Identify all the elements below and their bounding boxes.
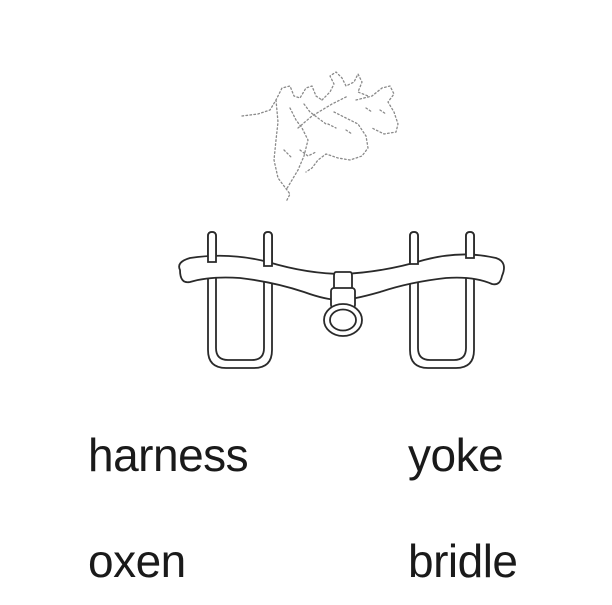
choice-oxen[interactable]: oxen [88, 535, 186, 587]
choice-yoke[interactable]: yoke [408, 429, 504, 481]
oxen-sketch [241, 71, 399, 203]
left-bow [207, 231, 273, 369]
choice-bridle[interactable]: bridle [408, 535, 518, 587]
bow-tops [207, 231, 475, 267]
choice-harness[interactable]: harness [88, 429, 249, 481]
right-bow [409, 231, 475, 369]
center-ring [323, 271, 363, 337]
yoke-illustration [178, 71, 505, 369]
